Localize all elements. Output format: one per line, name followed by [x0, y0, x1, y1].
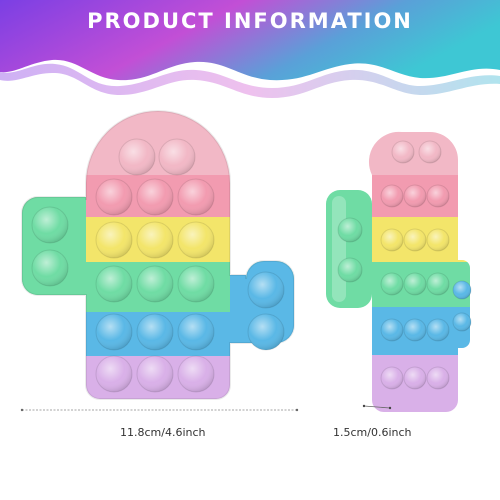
side-bubble-lilac-shine	[427, 367, 449, 389]
front-bubble-yellow-shine	[96, 222, 132, 258]
side-arm-bubble-shine	[338, 218, 362, 242]
side-arm-bubble-shine	[453, 281, 471, 299]
side-arm-bubble-shine	[453, 313, 471, 331]
side-depth-label: 1.5cm/0.6inch	[333, 426, 412, 439]
page-title: PRODUCT INFORMATION	[87, 9, 413, 33]
side-bubble-green-shine	[404, 273, 426, 295]
side-left-arm	[326, 190, 372, 308]
side-bubble-lilac-shine	[404, 367, 426, 389]
side-view	[326, 131, 472, 412]
front-bubble-yellow-shine	[178, 222, 214, 258]
front-bubble-coral-shine	[178, 179, 214, 215]
front-bubble-blue-shine	[248, 314, 284, 350]
front-bubble-green-shine	[178, 266, 214, 302]
front-width-label: 11.8cm/4.6inch	[120, 426, 206, 439]
front-bubble-pink-shine	[159, 139, 195, 175]
side-bubble-blue-shine	[404, 319, 426, 341]
side-bubble-coral-shine	[427, 185, 449, 207]
side-bubble-green-shine	[381, 273, 403, 295]
front-bubbles	[31, 138, 285, 393]
side-bubble-pink-shine	[392, 141, 414, 163]
front-bubble-lilac-shine	[96, 356, 132, 392]
front-bubble-green-shine	[137, 266, 173, 302]
front-bubble-pink-shine	[119, 139, 155, 175]
side-bubble-coral-shine	[404, 185, 426, 207]
side-bubble-green-shine	[427, 273, 449, 295]
side-bubble-yellow-shine	[404, 229, 426, 251]
side-bubble-coral-shine	[381, 185, 403, 207]
front-bubble-blue-shine	[178, 314, 214, 350]
side-depth-dimension-line	[363, 405, 391, 409]
side-bubble-blue-shine	[381, 319, 403, 341]
side-arm-bubble-shine	[338, 258, 362, 282]
header-banner	[0, 0, 500, 98]
front-bubble-yellow-shine	[137, 222, 173, 258]
front-bubble-blue-shine	[96, 314, 132, 350]
front-bubble-blue-shine	[137, 314, 173, 350]
side-bubbles	[337, 140, 472, 390]
side-bubble-blue-shine	[427, 319, 449, 341]
front-bubble-lilac-shine	[178, 356, 214, 392]
front-bubble-coral-shine	[96, 179, 132, 215]
front-bubble-blue-shine	[248, 272, 284, 308]
front-bubble-lilac-shine	[137, 356, 173, 392]
side-bubble-yellow-shine	[427, 229, 449, 251]
side-bubble-yellow-shine	[381, 229, 403, 251]
front-bubble-green-shine	[32, 207, 68, 243]
side-bubble-lilac-shine	[381, 367, 403, 389]
side-bubble-pink-shine	[419, 141, 441, 163]
front-bubble-green-shine	[96, 266, 132, 302]
front-bubble-coral-shine	[137, 179, 173, 215]
front-bubble-green-shine	[32, 250, 68, 286]
